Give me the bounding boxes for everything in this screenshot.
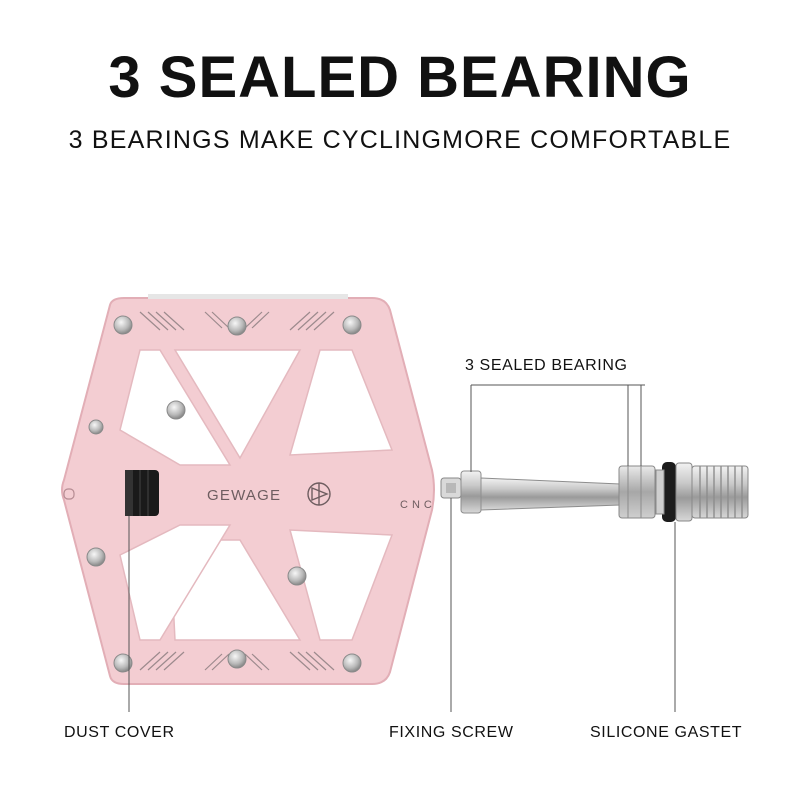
pin — [342, 315, 362, 335]
pin — [88, 419, 104, 435]
pin — [342, 653, 362, 673]
pedal-cutout — [288, 349, 394, 456]
axle-assembly — [440, 462, 749, 522]
label-fixing-screw: FIXING SCREW — [389, 724, 514, 741]
pedal-pins — [86, 315, 362, 673]
dust-cover — [125, 470, 159, 516]
silicone-gasket — [662, 462, 676, 522]
pedal-body: GEWAGE CNC — [61, 294, 436, 685]
pedal-top-edge — [148, 294, 348, 299]
pedal-grooves-bottom — [139, 651, 335, 671]
pedal-cutout — [173, 349, 302, 460]
bearing-housing — [618, 465, 656, 519]
pin — [113, 315, 133, 335]
axle-shaft — [480, 477, 621, 511]
pedal-cutout — [119, 524, 232, 641]
pin — [166, 400, 186, 420]
cnc-mark: CNC — [400, 499, 436, 511]
label-sealed-bearing: 3 SEALED BEARING — [465, 357, 628, 374]
brand-text: GEWAGE — [207, 487, 281, 504]
label-silicone-gasket: SILICONE GASTET — [590, 724, 743, 741]
pin — [227, 316, 247, 336]
axle-thread-base — [675, 462, 693, 522]
axle-collar — [460, 470, 482, 514]
pedal-grooves-top — [139, 311, 335, 331]
label-dust-cover: DUST COVER — [64, 724, 175, 741]
callout-lines — [128, 384, 676, 712]
pin — [287, 566, 307, 586]
pin — [227, 649, 247, 669]
page-title: 3 SEALED BEARING — [108, 45, 692, 110]
side-mark — [63, 488, 75, 500]
pin — [113, 653, 133, 673]
pedal-cutout — [289, 529, 394, 641]
pin — [86, 547, 106, 567]
brand-logo-icon — [307, 482, 331, 506]
axle-thread — [691, 465, 749, 519]
page-subtitle: 3 BEARINGS MAKE CYCLINGMORE COMFORTABLE — [68, 126, 732, 154]
